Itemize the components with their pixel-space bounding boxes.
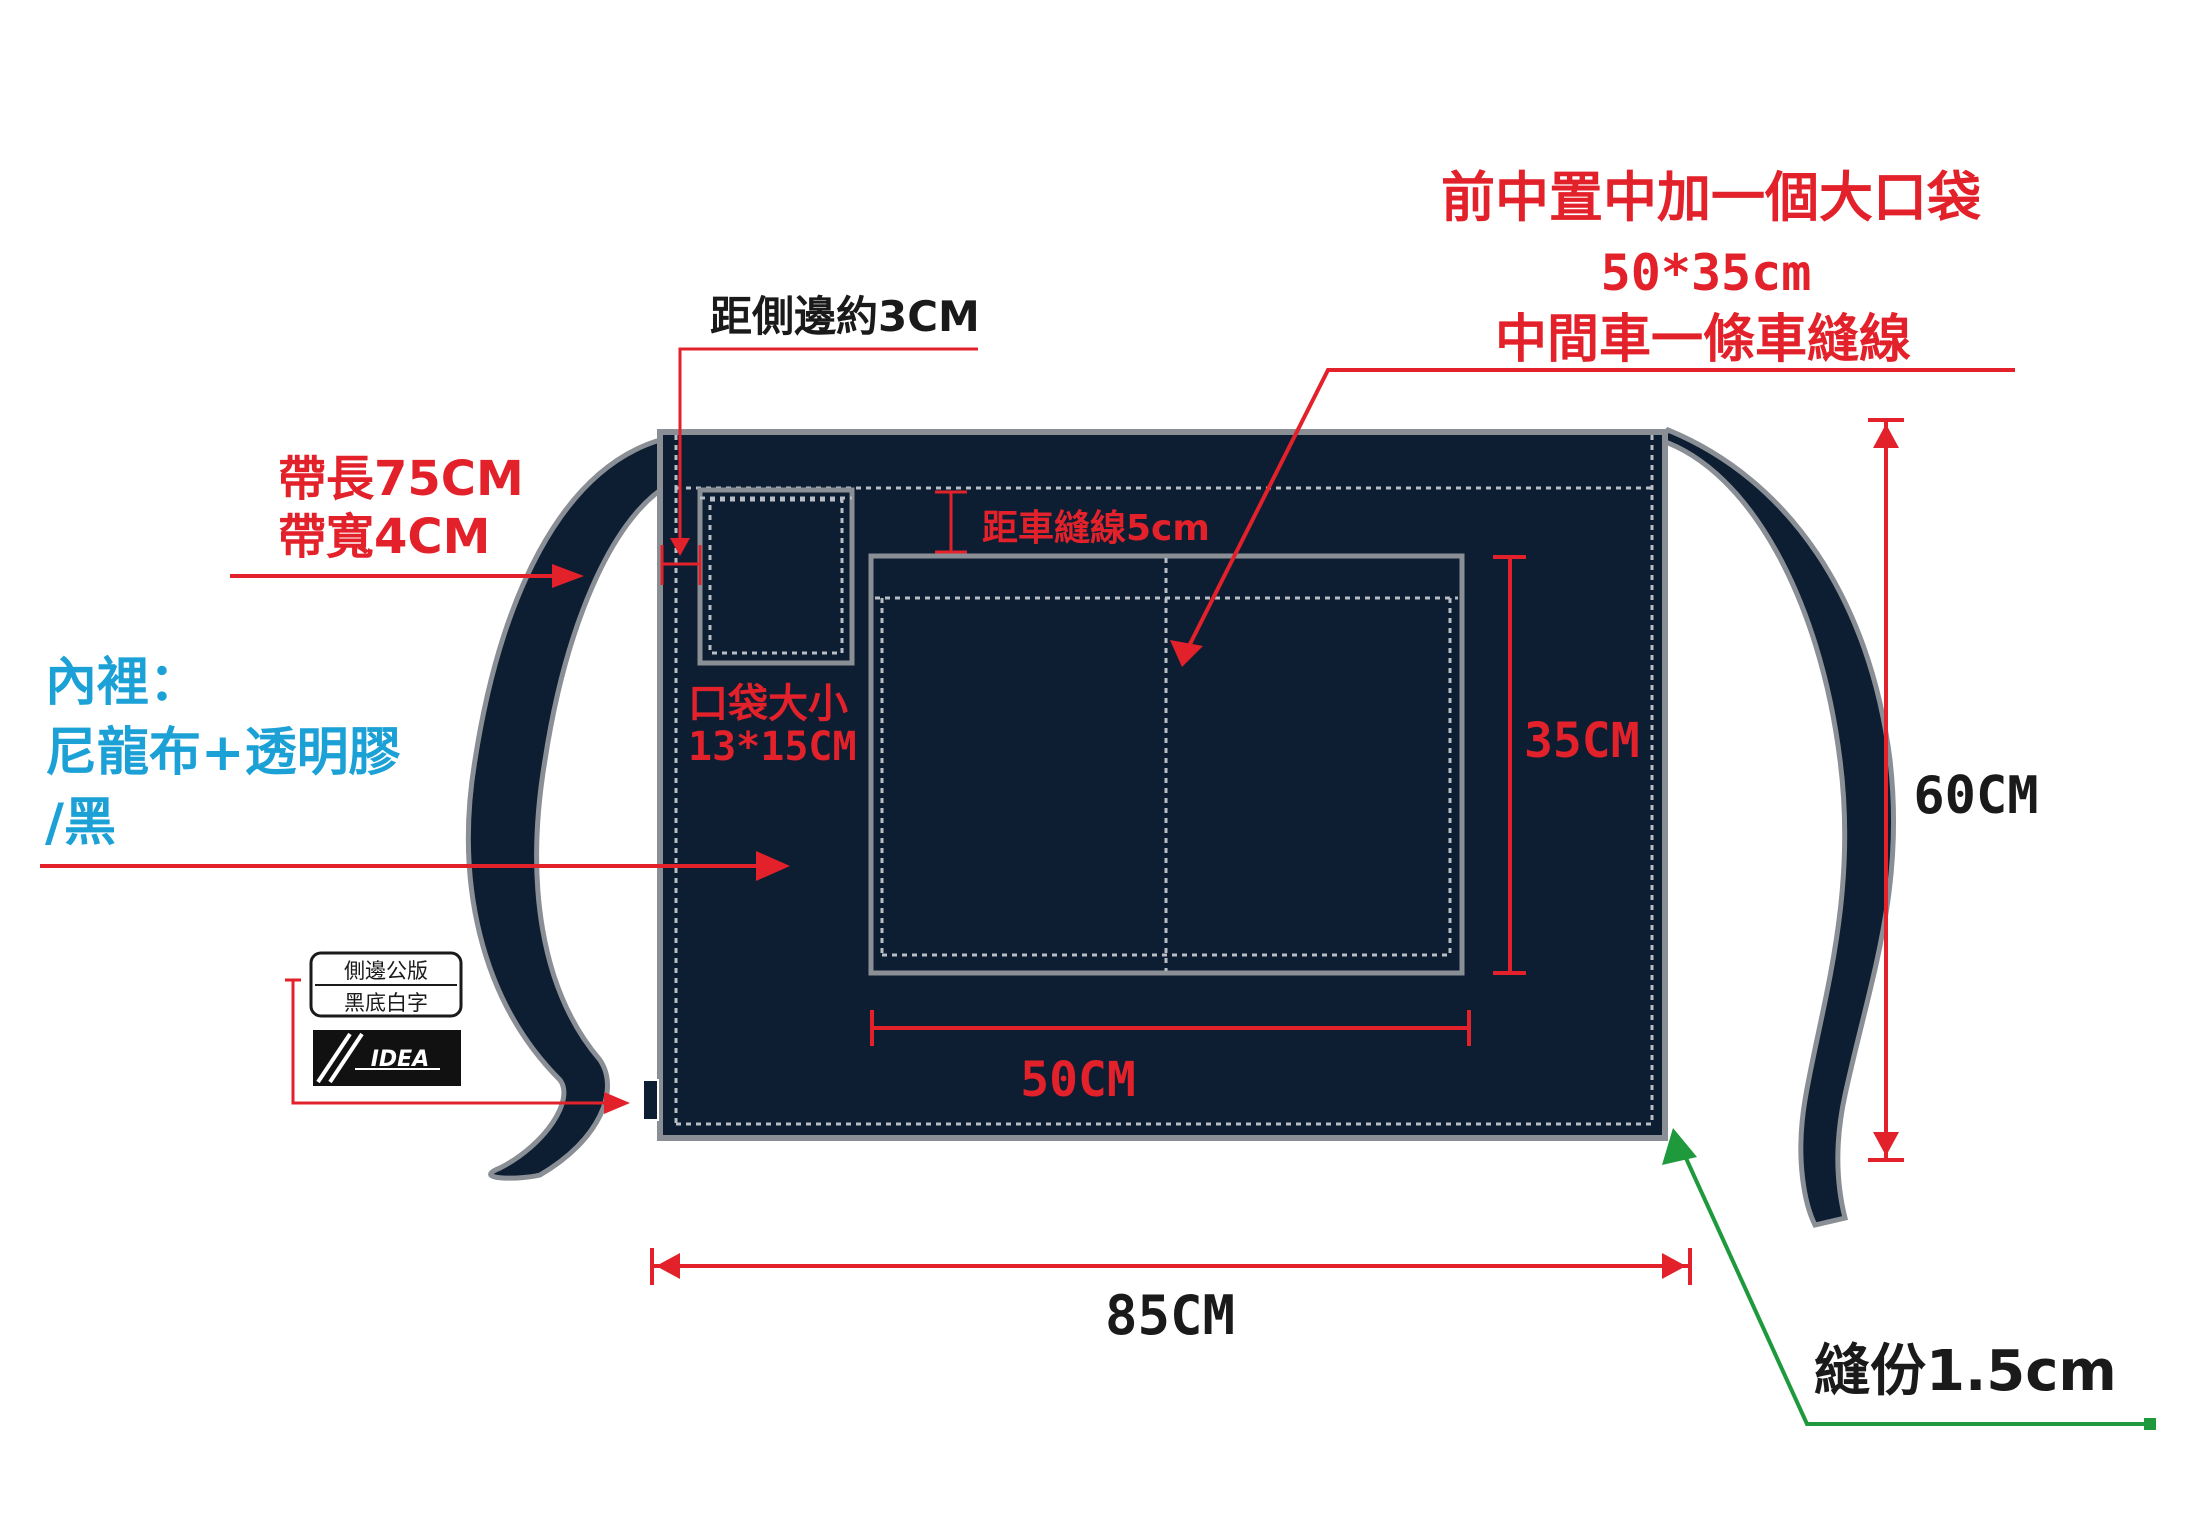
lining-line2: 尼龍布+透明膠: [45, 723, 401, 783]
main-pocket-line1: 前中置中加一個大口袋: [1441, 166, 1981, 229]
left-strap: [465, 436, 671, 1181]
apron-width-arrow-right: [1662, 1253, 1686, 1279]
small-pocket-stitch: [708, 498, 844, 655]
label-tag: 側邊公版 黑底白字 IDEA: [309, 951, 463, 1086]
pocket-width-text: 50CM: [1020, 1052, 1136, 1108]
small-pocket: [697, 487, 855, 666]
label-tag-logo-text: IDEA: [371, 1047, 430, 1072]
lining-arrowhead: [756, 851, 790, 881]
seam-allowance-leader: [1678, 1144, 2150, 1426]
logo-slash-2: [328, 1032, 364, 1084]
label-tag-line2: 黑底白字: [344, 991, 428, 1015]
small-pocket-line2: 13*15CM: [688, 724, 857, 770]
small-pocket-line1: 口袋大小: [688, 681, 848, 727]
seam-distance-text: 距車縫線5cm: [982, 508, 1210, 549]
apron-width-text: 85CM: [1105, 1284, 1235, 1347]
main-pocket-line2: 50*35cm: [1601, 244, 1812, 302]
side-distance-leader: [678, 347, 978, 552]
apron-height-arrow-bottom: [1873, 1132, 1899, 1156]
pocket-height-text: 35CM: [1524, 713, 1640, 769]
main-pocket-leader: [1185, 368, 2015, 651]
side-distance-text: 距側邊約3CM: [710, 292, 980, 341]
label-tag-logo-box: [313, 1030, 461, 1086]
right-strap: [1655, 426, 1897, 1228]
label-tag-arrowhead: [604, 1092, 630, 1114]
side-label: [642, 1079, 659, 1121]
main-pocket-arrowhead: [1170, 640, 1203, 667]
lining-line1: 內裡：: [45, 653, 201, 713]
label-tag-line1: 側邊公版: [344, 959, 428, 983]
strap-arrowhead: [552, 564, 584, 588]
side-distance-arrowhead: [670, 538, 690, 556]
label-tag-leader: [291, 980, 606, 1105]
strap-line2: 帶寬4CM: [278, 509, 490, 565]
large-pocket: [868, 553, 1465, 976]
strap-line1: 帶長75CM: [278, 451, 524, 507]
seam-allowance-end-dot: [2144, 1418, 2156, 1430]
seam-allowance-text: 縫份1.5cm: [1814, 1339, 2117, 1404]
lining-line3: /黑: [45, 793, 116, 853]
main-pocket-line3: 中間車一條車縫線: [1495, 310, 1911, 370]
apron-height-text: 60CM: [1913, 766, 2038, 826]
logo-slash-1: [316, 1032, 352, 1084]
apron-width-arrow-left: [656, 1253, 680, 1279]
seam-allowance-arrowhead: [1662, 1128, 1697, 1165]
apron-height-arrow-top: [1873, 424, 1899, 448]
